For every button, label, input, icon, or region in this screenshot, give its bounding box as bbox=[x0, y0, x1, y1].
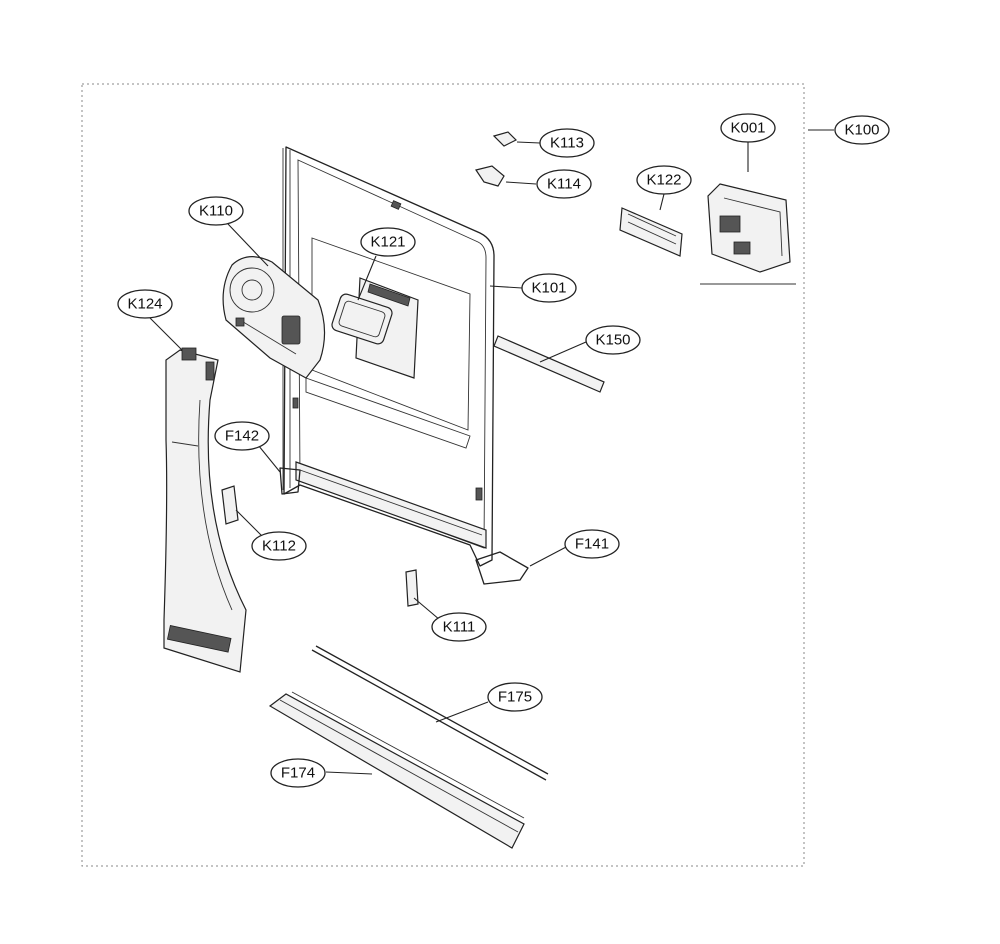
callout-k111-label: K111 bbox=[443, 619, 476, 636]
callout-k101-label: K101 bbox=[531, 280, 566, 297]
callout-k001: K001 bbox=[720, 113, 776, 143]
leader-lines bbox=[149, 129, 834, 775]
strip-f175-part bbox=[311, 645, 549, 781]
callout-f141: F141 bbox=[564, 529, 620, 559]
bracket-k112-part bbox=[221, 485, 239, 525]
callout-k001-label: K001 bbox=[730, 120, 765, 137]
callout-f142: F142 bbox=[214, 421, 270, 451]
callout-k122-label: K122 bbox=[646, 172, 681, 189]
callout-f175: F175 bbox=[487, 682, 543, 712]
side-trim-part bbox=[163, 347, 247, 673]
callout-k114: K114 bbox=[536, 169, 592, 199]
callout-f141-label: F141 bbox=[575, 536, 609, 553]
strip-f174-part bbox=[268, 691, 525, 849]
callout-k113-label: K113 bbox=[550, 135, 584, 152]
clip-k114-part bbox=[475, 165, 505, 187]
bracket-k113-part bbox=[492, 131, 518, 147]
control-module-part bbox=[707, 183, 791, 273]
rail-k150-part bbox=[493, 335, 605, 393]
callout-k110-label: K110 bbox=[199, 203, 233, 220]
door-panel-part bbox=[279, 146, 529, 585]
callout-f174-label: F174 bbox=[281, 765, 315, 782]
callout-k121-label: K121 bbox=[370, 234, 405, 251]
callout-f175-label: F175 bbox=[498, 689, 532, 706]
callout-k101: K101 bbox=[521, 273, 577, 303]
callout-k111: K111 bbox=[431, 612, 487, 642]
callout-k150: K150 bbox=[585, 325, 641, 355]
callout-k114-label: K114 bbox=[547, 176, 581, 193]
callout-k124-label: K124 bbox=[127, 296, 162, 313]
vent-cover-part bbox=[619, 207, 683, 257]
callout-k124: K124 bbox=[117, 289, 173, 319]
callout-k122: K122 bbox=[636, 165, 692, 195]
fan-housing-part bbox=[222, 256, 326, 379]
callout-k121: K121 bbox=[360, 227, 416, 257]
callout-k150-label: K150 bbox=[595, 332, 630, 349]
callout-k110: K110 bbox=[188, 196, 244, 226]
callout-k100: K100 bbox=[834, 115, 890, 145]
callout-f174: F174 bbox=[270, 758, 326, 788]
callout-k112: K112 bbox=[251, 531, 307, 561]
diagram-frame bbox=[81, 83, 805, 867]
callout-k113: K113 bbox=[539, 128, 595, 158]
callout-k112-label: K112 bbox=[262, 538, 296, 555]
dispenser-bracket-part bbox=[331, 277, 419, 379]
bracket-k111-part bbox=[405, 569, 419, 607]
callout-k100-label: K100 bbox=[844, 122, 879, 139]
callout-f142-label: F142 bbox=[225, 428, 259, 445]
